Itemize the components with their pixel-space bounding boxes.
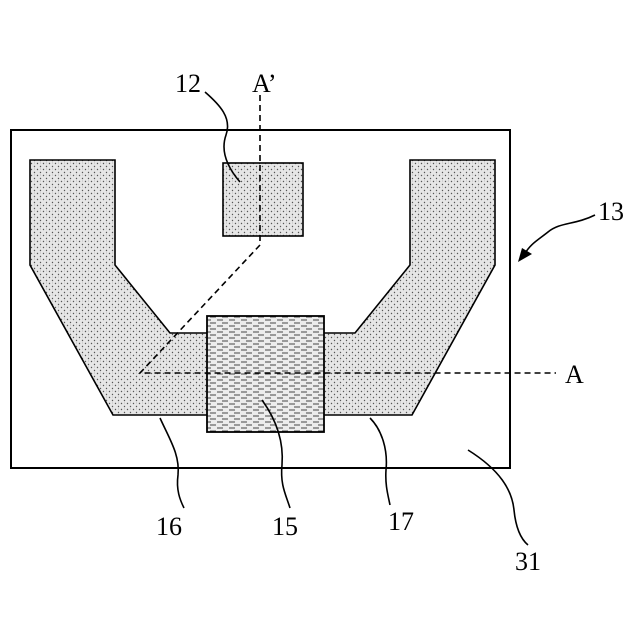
block-15 (207, 316, 324, 432)
label-a-prime: A’ (252, 69, 277, 98)
region-12 (223, 163, 303, 236)
label-31: 31 (515, 547, 541, 576)
label-13: 13 (598, 197, 624, 226)
label-16: 16 (156, 512, 182, 541)
leader-13-arrow (524, 215, 595, 255)
label-17: 17 (388, 507, 414, 536)
label-a: A (565, 360, 584, 389)
label-12: 12 (175, 69, 201, 98)
arrowhead-13 (518, 248, 532, 262)
label-15: 15 (272, 512, 298, 541)
